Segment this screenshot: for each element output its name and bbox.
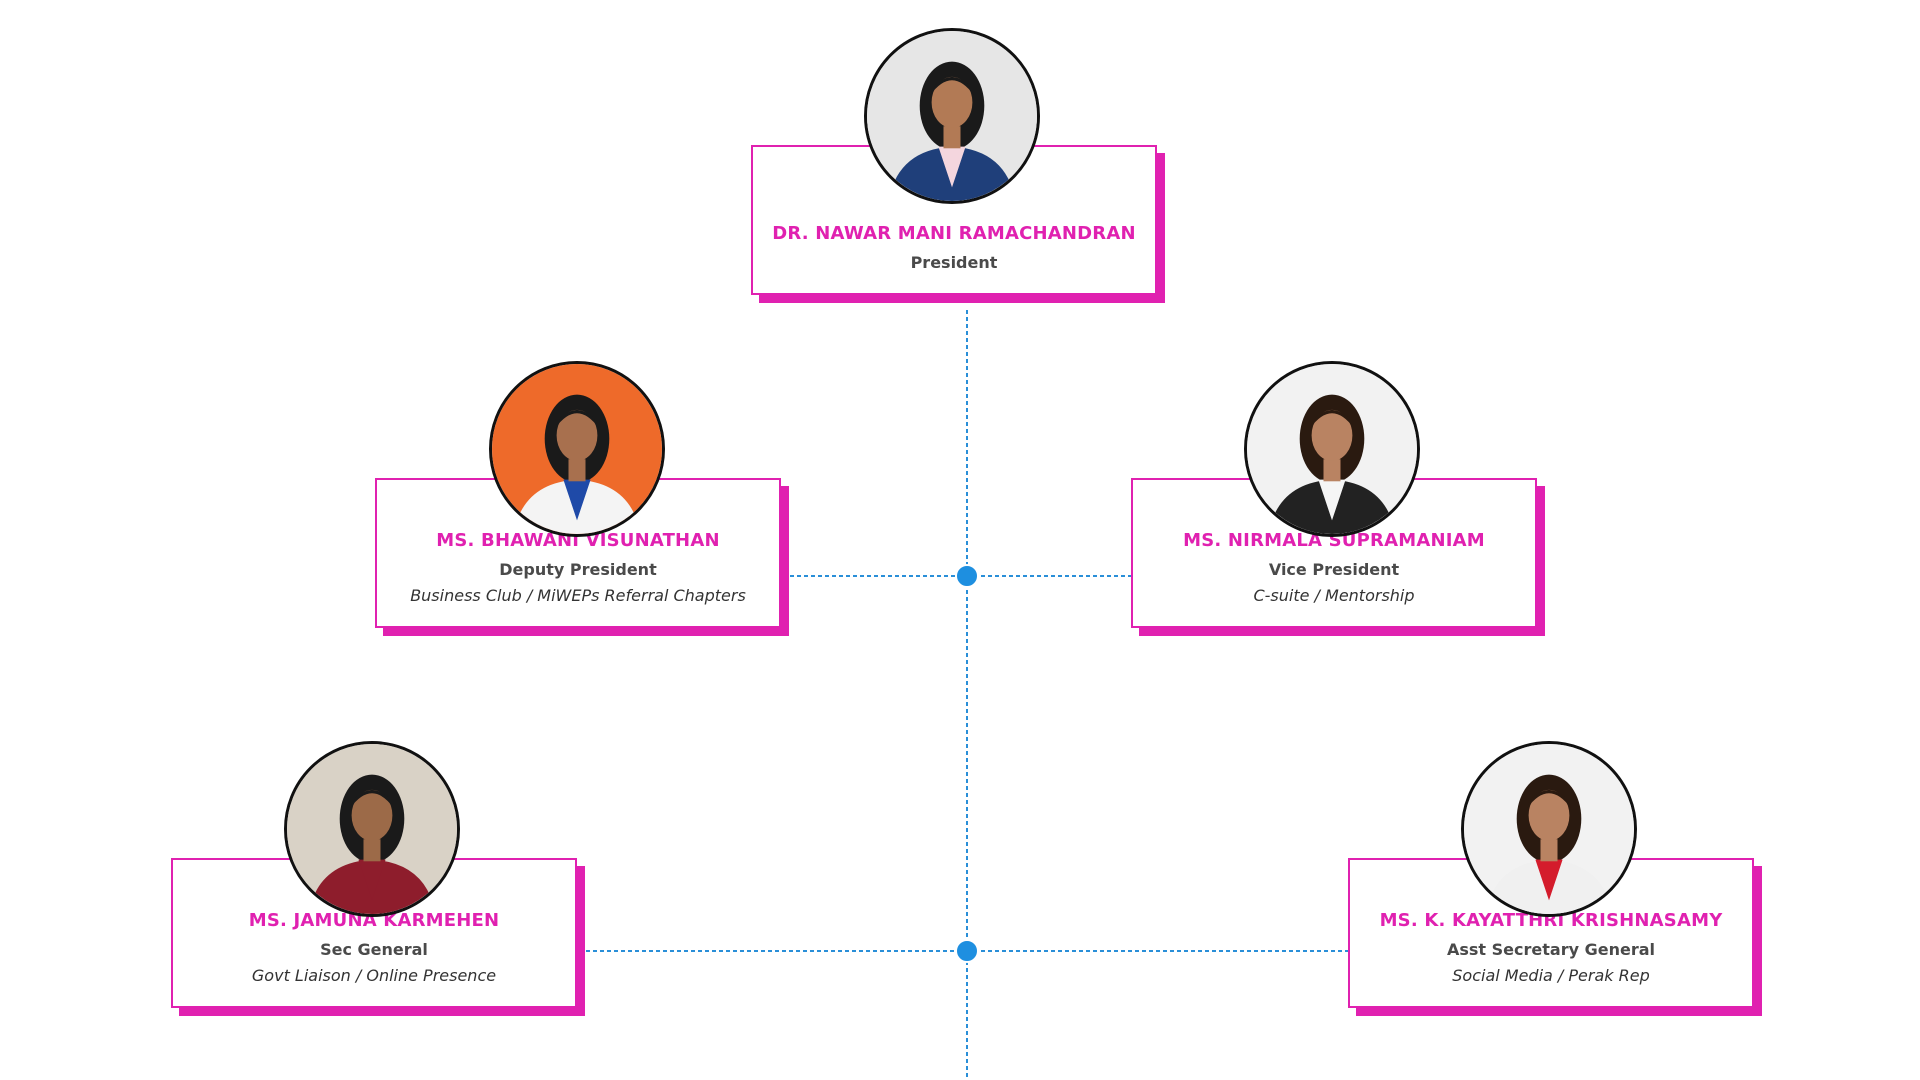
member-portfolio: Business Club / MiWEPs Referral Chapters	[410, 586, 746, 605]
member-photo	[284, 741, 460, 917]
junction-dot-row2	[955, 564, 979, 588]
member-portfolio: Govt Liaison / Online Presence	[251, 966, 497, 985]
member-role: Sec General	[320, 940, 428, 959]
member-card-vice-president: MS. NIRMALA SUPRAMANIAM Vice President C…	[1131, 478, 1537, 628]
member-role: Deputy President	[499, 560, 657, 579]
member-name: MS. K. KAYATTHRI KRISHNASAMY	[1379, 910, 1723, 931]
member-name: MS. NIRMALA SUPRAMANIAM	[1183, 530, 1485, 551]
member-role: Asst Secretary General	[1447, 940, 1655, 959]
member-portfolio: Social Media / Perak Rep	[1452, 966, 1650, 985]
member-photo	[864, 28, 1040, 204]
member-photo	[1244, 361, 1420, 537]
member-photo	[489, 361, 665, 537]
member-name: DR. NAWAR MANI RAMACHANDRAN	[772, 223, 1136, 244]
member-photo	[1461, 741, 1637, 917]
member-name: MS. JAMUNA KARMEHEN	[248, 910, 500, 931]
junction-dot-row3	[955, 939, 979, 963]
member-name: MS. BHAWANI VISUNATHAN	[436, 530, 720, 551]
member-role: President	[910, 253, 998, 272]
member-portfolio: C-suite / Mentorship	[1253, 586, 1415, 605]
member-role: Vice President	[1268, 560, 1400, 579]
